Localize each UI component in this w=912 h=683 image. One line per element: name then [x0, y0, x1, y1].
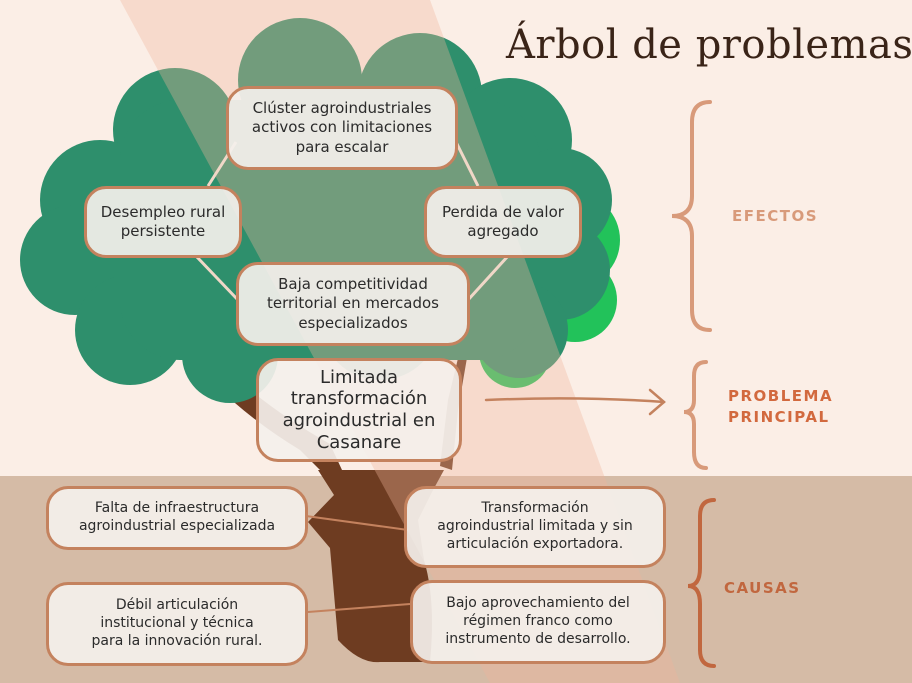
main-problem-box: Limitada transformación agroindustrial e… [256, 358, 462, 462]
arrow-icon [484, 388, 666, 416]
cause-line: instrumento de desarrollo. [445, 630, 631, 647]
cause-line: Débil articulación [115, 597, 239, 614]
cause-line: Bajo aprovechamiento del [446, 595, 630, 612]
cause-line: régimen franco como [463, 613, 613, 630]
causes-label: CAUSAS [724, 579, 801, 597]
effects-label: EFECTOS [732, 207, 819, 225]
cause-box-institutional: Débil articulación institucional y técni… [46, 582, 308, 666]
main-problem-line: Limitada [319, 366, 399, 388]
cause-line: para la innovación rural. [91, 632, 263, 649]
main-problem-line: Casanare [316, 431, 402, 453]
effect-line: Desempleo rural [100, 202, 226, 221]
cause-box-transformation: Transformación agroindustrial limitada y… [404, 486, 666, 568]
brace-causes [687, 498, 716, 668]
cause-line: agroindustrial limitada y sin [437, 518, 633, 535]
main-problem-line: transformación [290, 388, 428, 410]
main-problem-label-line: PROBLEMA [728, 387, 834, 405]
brace-effects [671, 100, 712, 332]
effect-line: persistente [120, 222, 206, 240]
effect-box-cluster: Clúster agroindustriales activos con lim… [226, 86, 458, 170]
effect-box-competitiveness: Baja competitividad territorial en merca… [236, 262, 470, 346]
brace-icons [671, 100, 716, 668]
effect-line: activos con limitaciones [251, 118, 433, 137]
main-problem-line: agroindustrial en [282, 410, 436, 431]
cause-box-infrastructure: Falta de infraestructura agroindustrial … [46, 486, 308, 550]
page-title: Árbol de problemas [506, 22, 912, 68]
effect-line: para escalar [295, 137, 389, 156]
effect-line: agregado [467, 222, 539, 240]
cause-box-free-zone: Bajo aprovechamiento del régimen franco … [410, 580, 666, 664]
brace-problem [683, 360, 708, 470]
cause-line: institucional y técnica [100, 615, 254, 632]
cause-connectors [305, 515, 411, 613]
effect-line: territorial en mercados [266, 294, 439, 313]
cause-line: Falta de infraestructura [94, 500, 260, 517]
effect-box-value-loss: Perdida de valor agregado [424, 186, 582, 258]
effect-box-unemployment: Desempleo rural persistente [84, 186, 242, 258]
cause-line: agroindustrial especializada [78, 518, 276, 534]
effect-line: Baja competitividad [278, 275, 428, 294]
main-problem-label-line: PRINCIPAL [728, 408, 830, 426]
effect-line: especializados [298, 313, 408, 332]
effect-line: Clúster agroindustriales [252, 99, 432, 118]
effect-line: Perdida de valor [442, 202, 564, 221]
main-problem-label: PROBLEMA PRINCIPAL [728, 386, 833, 428]
cause-line: Transformación [481, 500, 589, 517]
cause-line: articulación exportadora. [446, 535, 624, 552]
